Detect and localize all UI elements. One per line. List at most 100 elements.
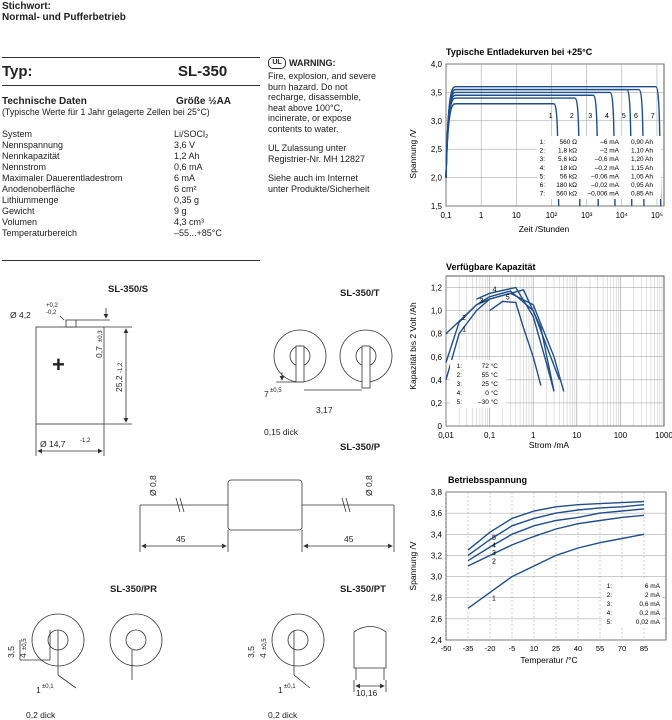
dim-pt-thick: 0,2 dick [268, 710, 298, 720]
warning-line: Fire, explosion, and severe [268, 71, 377, 81]
chart1-legend-num: 1: [540, 139, 546, 146]
chart3-xtick: -5 [509, 644, 516, 653]
tech-val: –55...+85°C [174, 228, 222, 238]
chart1-legend-num: 5: [540, 173, 546, 180]
tech-size: Größe ½AA [176, 96, 232, 107]
chart3-legend-cur: 0,02 mA [636, 619, 661, 626]
chart1-series-label: 1 [549, 113, 553, 120]
chart3-ytick: 3,2 [431, 551, 443, 560]
chart3-legend-num: 5: [607, 619, 613, 626]
plus-sign-icon: + [52, 352, 65, 377]
chart3-ylabel: Spannung /V [408, 541, 418, 590]
chart2-series-label: 2 [462, 315, 466, 322]
tech-val: 3,6 V [174, 140, 196, 150]
rule-mid [2, 85, 260, 86]
chart1-series-label: 7 [651, 113, 655, 120]
chart3-title: Betriebsspannung [448, 475, 527, 485]
drawing-pt-title: SL-350/PT [340, 584, 386, 595]
type-value: SL-350 [178, 63, 228, 80]
chart1-legend-cur: –0,02 mA [591, 182, 619, 189]
tech-row: Maximaler Dauerentladestrom [2, 173, 123, 183]
tech-subtitle: (Typische Werte für 1 Jahr gelagerte Zel… [2, 107, 210, 117]
chart2-ytick: 0,6 [431, 353, 443, 362]
chart3-series-line [467, 504, 645, 556]
chart1-ytick: 4,0 [431, 60, 443, 69]
chart2-legend-num: 2: [457, 372, 463, 379]
drawing-t [273, 329, 393, 391]
chart1-legend-num: 3: [540, 156, 546, 163]
chart2-xtick: 0,1 [484, 431, 496, 440]
tech-row: Volumen [2, 217, 37, 227]
tech-key: System [2, 129, 33, 139]
chart3-series-label: 1 [492, 595, 496, 602]
chart1-legend-cap: 0,85 Ah [631, 191, 653, 198]
tech-key: Lithiummenge [2, 195, 59, 205]
drawing-pt [271, 613, 387, 692]
chart3-xtick: -20 [485, 644, 496, 653]
chart1-legend-cap: 1,10 Ah [631, 148, 653, 155]
chart3-legend-num: 1: [607, 583, 613, 590]
warning-block: UL WARNING: Fire, explosion, and severe … [268, 57, 398, 194]
dim-t-317: 3,17 [316, 405, 333, 415]
chart1-series-label: 2 [570, 113, 574, 120]
chart3-xtick: 85 [640, 644, 648, 653]
chart2-legend-num: 1: [457, 363, 463, 370]
tech-key: Nennspannung [2, 140, 64, 150]
chart2-ytick: 0,8 [431, 330, 443, 339]
rule-bottom [2, 260, 260, 261]
chart2-legend-num: 5: [457, 399, 463, 406]
chart1-xtick: 10 [512, 211, 521, 220]
dim-p-d08b: Ø 0,8 [364, 475, 374, 496]
dim-s-dia-top: Ø 4,2 [10, 310, 31, 320]
chart3-xtick: 55 [596, 644, 604, 653]
chart1-series-label: 5 [622, 113, 626, 120]
chart3-series-line [467, 533, 645, 609]
chart1-xtick: 10⁵ [651, 211, 663, 220]
chart1-ylabel: Spannung /V [408, 129, 418, 178]
tech-val: Li/SOCl₂ [174, 129, 209, 139]
dim-p-l1: 45 [176, 534, 186, 544]
web-line: unter Produkte/Sicherheit [268, 183, 370, 194]
chart2-legend-num: 3: [457, 381, 463, 388]
dim-s-dia-tol: -1,2 [80, 438, 91, 444]
technical-drawings: SL-350/S Ø 4,2 +0,2 -0,2 0,7 ±0,3 25,2 -… [6, 284, 395, 720]
chart3-series-label: 3 [492, 550, 496, 557]
chart1-series-label: 4 [605, 113, 609, 120]
dim-pt-4: 4 [258, 653, 268, 658]
rule-top [2, 57, 260, 58]
dim-pr-1-tol: ±0,1 [42, 684, 54, 690]
chart3-legend-bg [602, 580, 662, 628]
dim-s-tol-plus: +0,2 [46, 303, 59, 309]
chart3-ytick: 3,6 [431, 509, 443, 518]
chart3-xtick: 70 [618, 644, 626, 653]
chart3-xtick: 25 [552, 644, 560, 653]
drawing-p-title: SL-350/P [340, 442, 381, 453]
chart1-legend-res: 56 kΩ [560, 173, 577, 180]
keyword-value: Normal- und Pufferbetrieb [2, 12, 126, 23]
chart2-legend-temp: –30 °C [478, 398, 498, 406]
warning-line: incinerate, or expose [268, 113, 352, 123]
tech-val: 4,3 cm³ [174, 217, 205, 227]
tech-val: 9 g [174, 206, 187, 216]
tech-key: Maximaler Dauerentladestrom [2, 173, 123, 183]
chart1-legend-num: 4: [540, 165, 546, 172]
drawing-t-title: SL-350/T [340, 288, 380, 299]
chart2-series-line [445, 288, 555, 392]
chart1-legend-cap: 0,95 Ah [631, 182, 653, 189]
tech-row: Nennstrom [2, 162, 46, 172]
chart3-ytick: 3,8 [431, 488, 443, 497]
tech-val: 0,6 mA [174, 162, 203, 172]
chart3-ytick: 2,6 [431, 615, 443, 624]
dim-pr-35: 3,5 [6, 646, 16, 658]
warning-line: contents to water. [268, 123, 339, 134]
tech-row: Nennspannung [2, 140, 63, 150]
web-line: Siehe auch im Internet [268, 173, 359, 183]
chart3-series-line [467, 500, 645, 551]
drawing-pr-title: SL-350/PR [110, 584, 157, 595]
chart1-xtick: 10² [546, 211, 558, 220]
chart3-series-label: 5 [492, 535, 496, 542]
drawing-s [35, 308, 132, 456]
warning-line: heat above 100°C, [268, 102, 343, 113]
chart3-xtick: 40 [574, 644, 582, 653]
chart1-legend-cur: –0,6 mA [595, 156, 620, 163]
